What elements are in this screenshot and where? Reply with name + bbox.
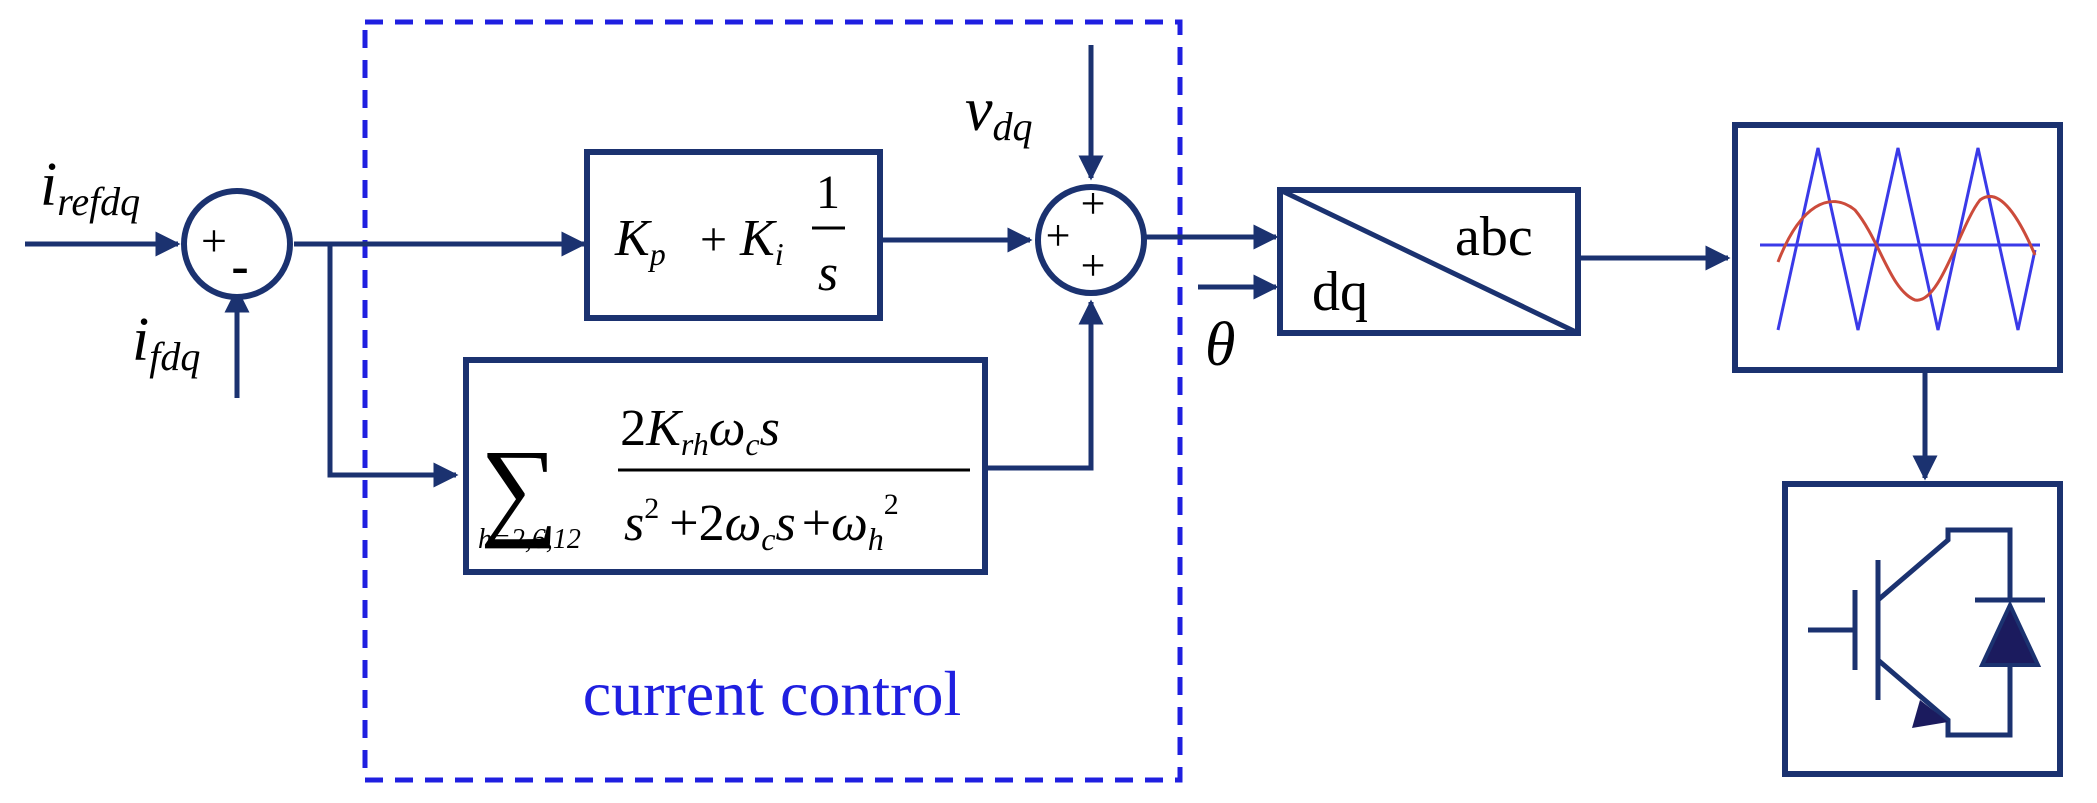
pi-frac-num: 1 bbox=[816, 166, 840, 219]
modulating-sine-wave bbox=[1776, 194, 2037, 302]
sigma-lower-limit: h=2,6,12 bbox=[478, 524, 581, 555]
summing-junction-1: + - bbox=[181, 188, 293, 300]
iref-label: irefdq bbox=[40, 151, 140, 224]
pi-plus: + bbox=[700, 213, 727, 266]
transform-abc-label: abc bbox=[1455, 206, 1533, 268]
summing-junction-2: + + + bbox=[1035, 179, 1147, 296]
pwm-waveform-icon bbox=[1732, 122, 2063, 373]
pi-ki: Ki bbox=[739, 210, 784, 272]
sum2-plus-bottom: + bbox=[1081, 241, 1106, 290]
igbt-with-diode-icon bbox=[1782, 481, 2063, 777]
current-control-frame bbox=[362, 19, 1183, 783]
vdq-label: vdq bbox=[965, 76, 1033, 149]
sum2-plus-left: + bbox=[1046, 211, 1071, 260]
sum2-plus-top: + bbox=[1081, 179, 1106, 228]
pi-controller-block: Kp + Ki 1 s bbox=[584, 149, 883, 321]
pi-kp: Kp bbox=[614, 210, 666, 272]
transform-dq-label: dq bbox=[1312, 261, 1368, 323]
resonant-numerator: 2Krhωcs bbox=[620, 400, 780, 462]
resonant-denominator: s2+2ωcs+ωh2 bbox=[624, 488, 899, 557]
resonant-to-sum2-arrow bbox=[985, 299, 1104, 471]
current-control-caption: current control bbox=[583, 658, 962, 729]
carrier-triangle-wave bbox=[1776, 147, 2037, 331]
error-to-resonant-arrow bbox=[327, 244, 459, 488]
theta-label: θ bbox=[1205, 311, 1235, 379]
sum1-plus-sign: + bbox=[201, 215, 227, 266]
sum1-minus-sign: - bbox=[231, 238, 248, 295]
dq-abc-transform-block: dq abc bbox=[1277, 187, 1581, 336]
if-label: ifdq bbox=[132, 306, 200, 379]
pi-frac-den: s bbox=[818, 245, 838, 302]
sigma-symbol: ∑ bbox=[480, 427, 558, 549]
resonant-controller-block: ∑ h=2,6,12 2Krhωcs s2+2ωcs+ωh2 bbox=[463, 357, 988, 575]
